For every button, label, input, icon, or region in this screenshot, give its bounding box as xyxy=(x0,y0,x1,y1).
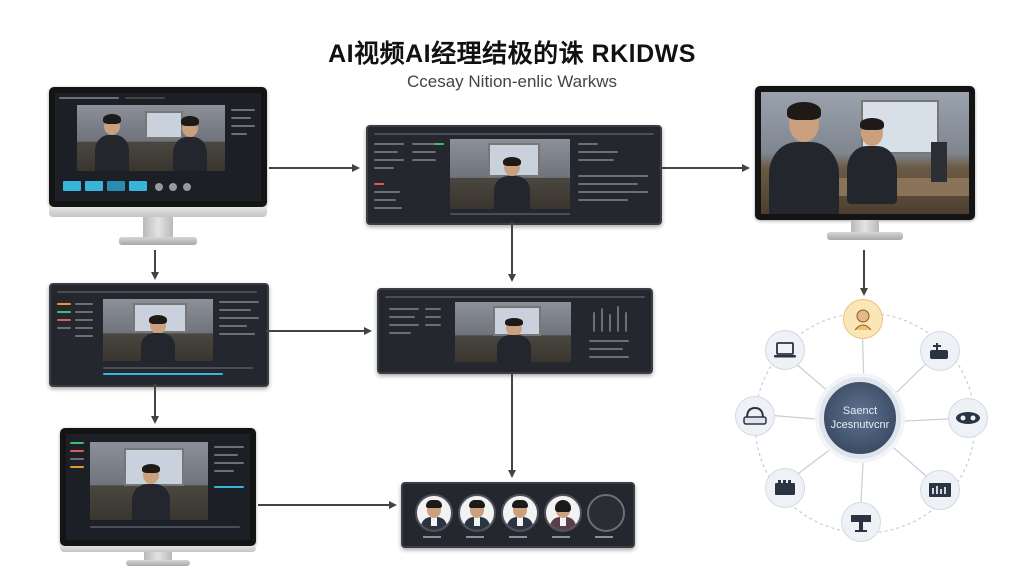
editor-panel-audio-mix xyxy=(377,288,653,374)
person-figure xyxy=(494,157,530,209)
hub-center-line2: Jcesnutvcnr xyxy=(830,419,890,431)
laptop-icon xyxy=(765,330,805,370)
person-figure xyxy=(769,102,839,214)
person-figure xyxy=(173,115,207,171)
person-figure xyxy=(95,113,129,171)
display-stand-icon xyxy=(841,502,881,542)
camera-icon xyxy=(920,331,960,371)
speaker-avatar xyxy=(415,494,453,532)
speaker-avatars-panel xyxy=(401,482,635,548)
speaker-avatar-outline xyxy=(587,494,625,532)
video-frame-presenter xyxy=(90,442,208,520)
video-frame-presenter xyxy=(103,299,213,361)
video-frame-interview xyxy=(77,105,225,171)
speaker-avatar xyxy=(458,494,496,532)
page-subtitle: Ccesay Nition-enlic Warkws xyxy=(406,72,618,91)
monitor-source-footage xyxy=(49,87,267,249)
video-frame-interview xyxy=(761,92,969,214)
cassette-icon xyxy=(765,468,805,508)
editor-panel-timeline xyxy=(49,283,269,387)
speaker-avatar xyxy=(544,494,582,532)
mask-icon xyxy=(948,398,988,438)
person-figure xyxy=(132,464,170,520)
hub-center-line1: Saenct xyxy=(842,405,878,417)
person-figure xyxy=(141,315,175,361)
page-title: AI视频AI经理结极的诛 RKlDWS xyxy=(328,40,696,68)
person-portrait-icon xyxy=(843,299,883,339)
video-frame-presenter xyxy=(450,139,570,209)
hub-center: Saenct Jcesnutvcnr xyxy=(819,377,901,459)
equalizer-icon xyxy=(920,470,960,510)
monitor-final-result xyxy=(755,86,975,246)
video-frame-presenter xyxy=(455,302,571,362)
monitor-edited-output xyxy=(60,428,256,568)
speaker-avatar xyxy=(501,494,539,532)
monitor-screen xyxy=(55,93,261,201)
monitor-screen xyxy=(66,434,250,540)
person-figure xyxy=(497,318,531,362)
person-figure xyxy=(847,118,897,204)
editor-panel-ai-processing xyxy=(366,125,662,225)
headset-icon xyxy=(735,396,775,436)
